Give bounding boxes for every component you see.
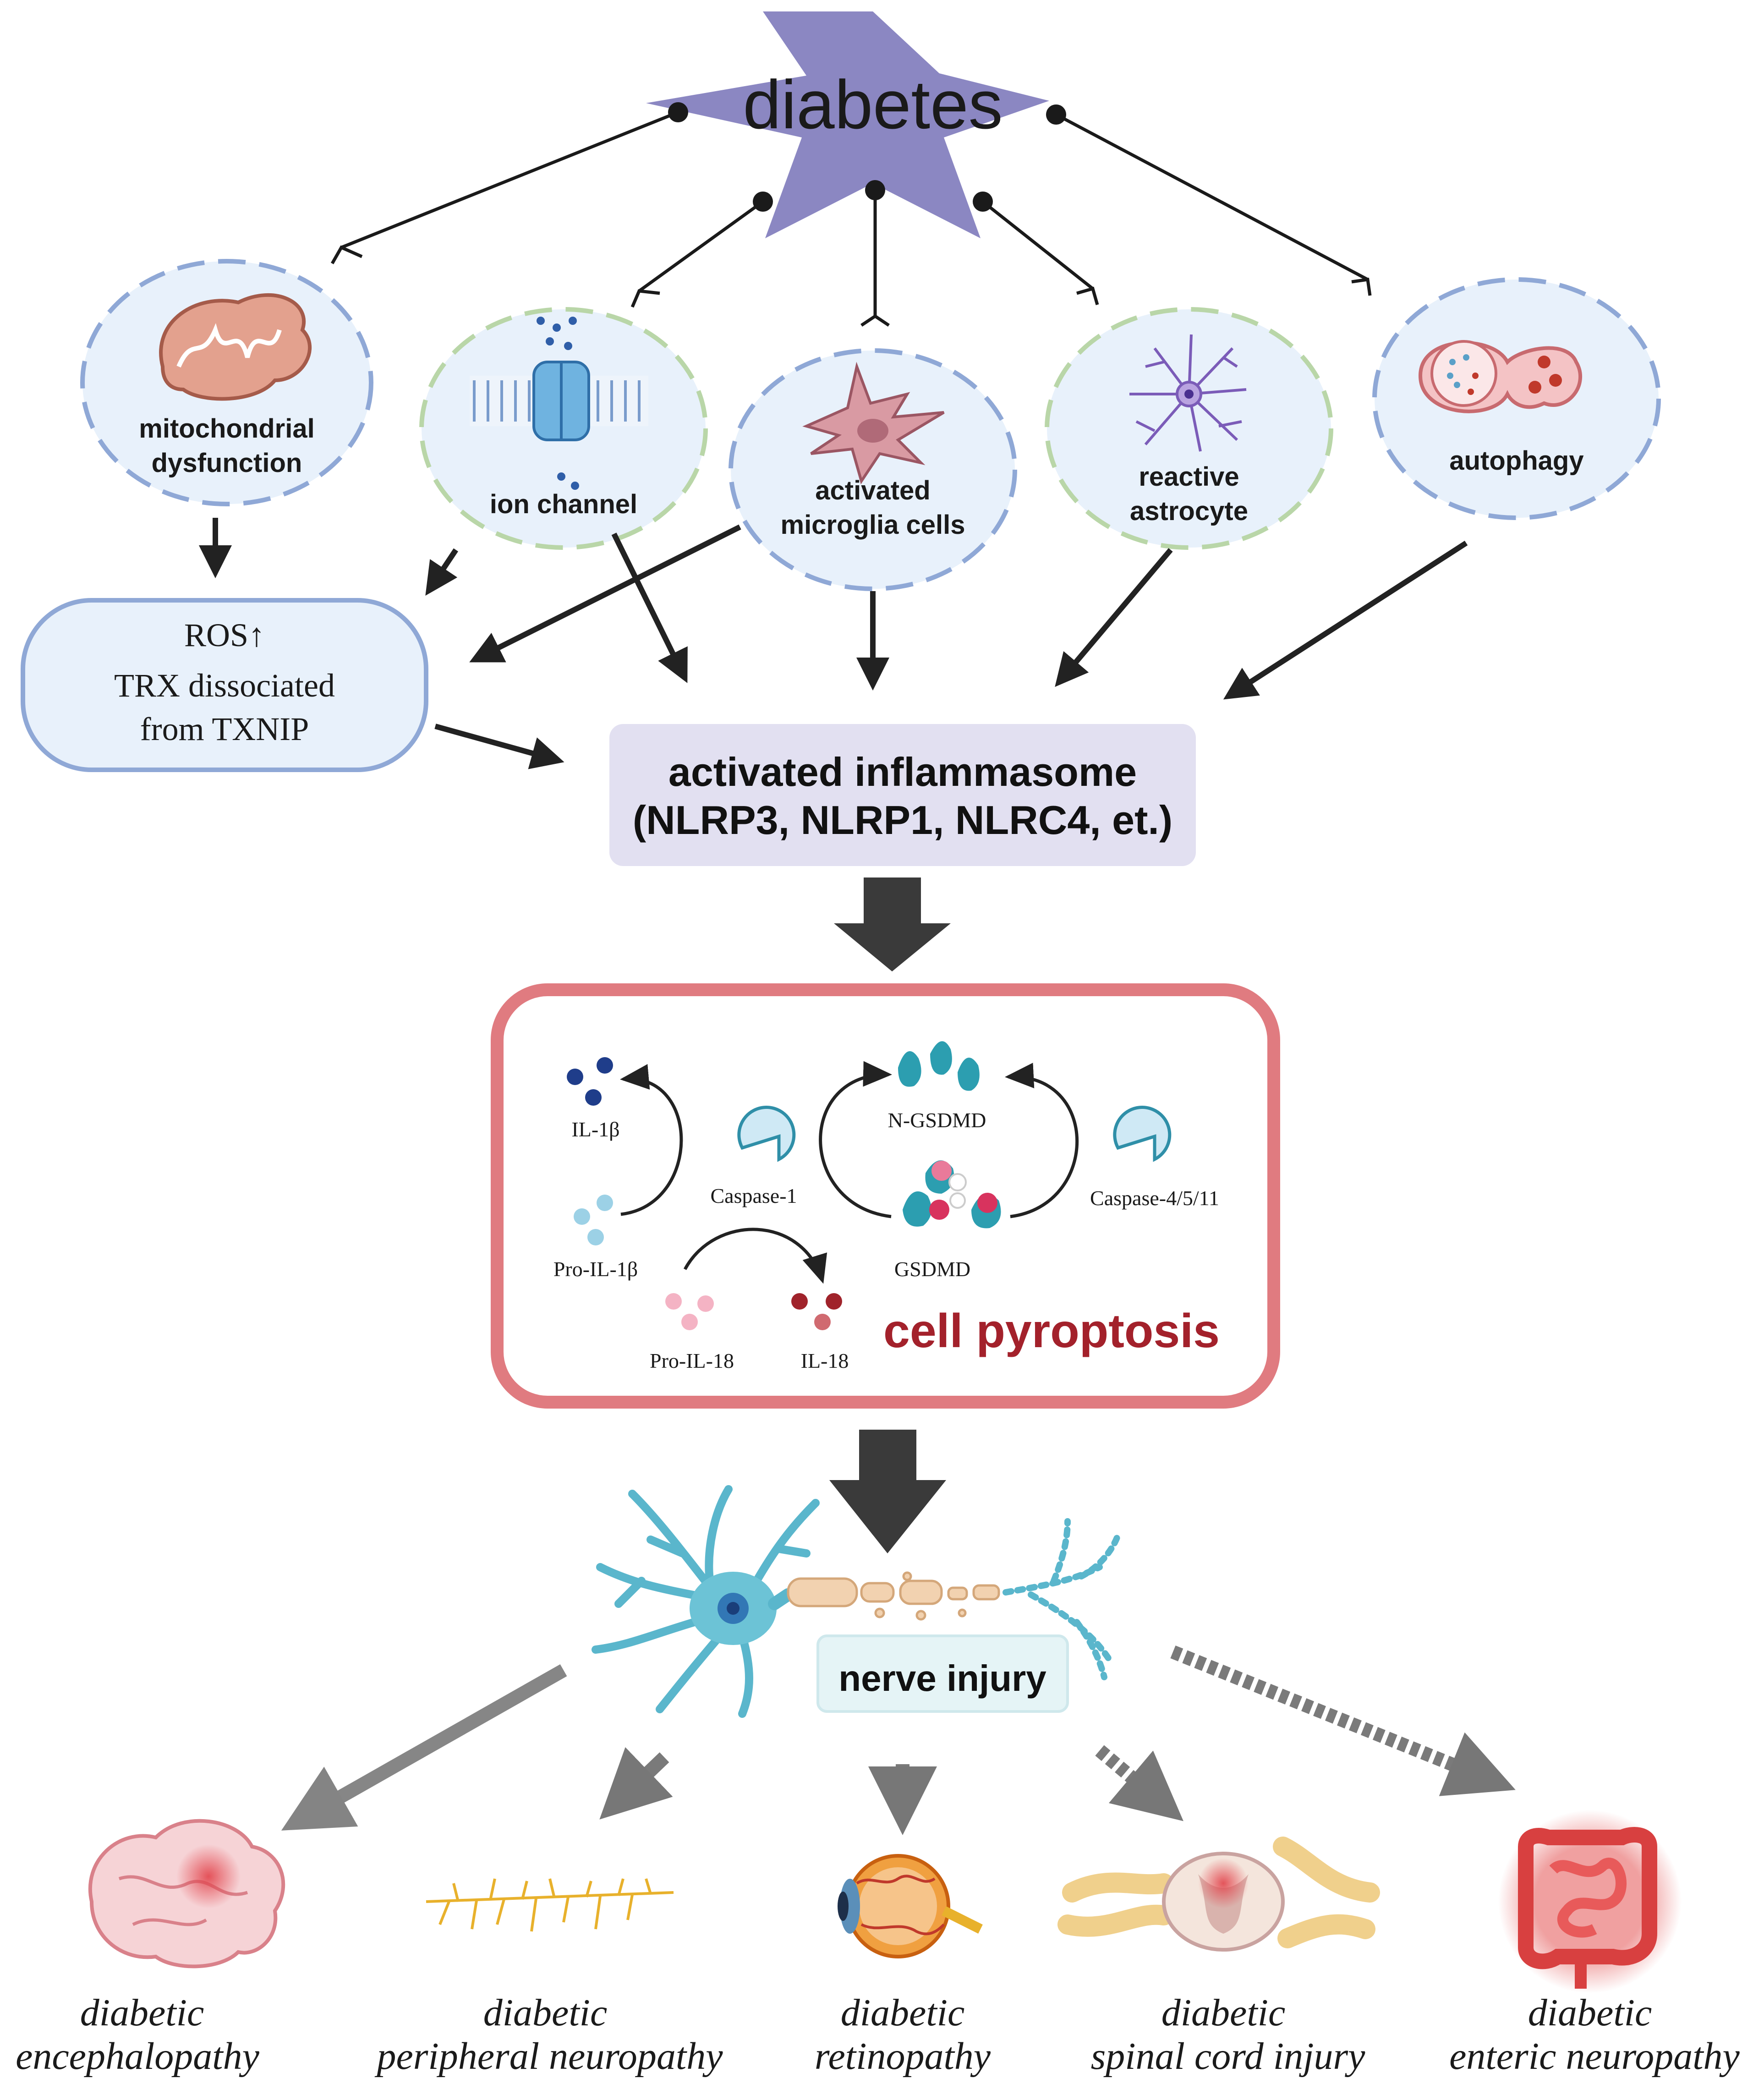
pyro-label-caspase4511: Caspase-4/5/11 — [1090, 1186, 1219, 1210]
ros-line2: TRX dissociated — [114, 667, 335, 704]
gsdmd-cleavage-arrow-left — [819, 1061, 892, 1218]
mechanism-mitochondrial-dysfunction: mitochondrial dysfunction — [80, 259, 373, 506]
caspase4511-icon — [1113, 1106, 1172, 1162]
diabetes-node: diabetes — [646, 11, 1049, 238]
peripheral-nerve-icon — [426, 1878, 674, 1932]
mechanism-ion-channel: ion channel — [419, 307, 708, 550]
pyro-label-gsdmd: GSDMD — [894, 1257, 970, 1281]
eye-icon — [838, 1854, 983, 1958]
outcome-peripheral-line1: diabetic — [483, 1991, 608, 2034]
pyro-label-pro-il18: Pro-IL-18 — [650, 1349, 734, 1372]
inflammasome-line2: (NLRP3, NLRP1, NLRC4, et.) — [633, 797, 1172, 843]
big-arrow-down-1 — [834, 877, 951, 971]
gsdmd-icon — [903, 1160, 1001, 1228]
mechanism-label-line1: mitochondrial — [139, 414, 314, 444]
caspase1-icon — [737, 1106, 796, 1162]
inflammasome-line1: activated inflammasome — [668, 749, 1137, 795]
ros-box: ROS↑ TRX dissociated from TXNIP — [21, 598, 428, 772]
mechanism-label-line1: activated — [815, 476, 930, 505]
pyro-label-caspase1: Caspase-1 — [710, 1184, 797, 1207]
pyro-label-pro-il1b: Pro-IL-1β — [553, 1257, 638, 1281]
ion-channel-icon — [470, 317, 648, 490]
mechanism-label-line1: autophagy — [1449, 446, 1583, 476]
pyroptosis-box: IL-1β Pro-IL-1β Caspase-1 Pro-IL-18 IL-1… — [491, 983, 1280, 1409]
ros-line3: from TXNIP — [140, 711, 309, 747]
outcome-peripheral-line2: peripheral neuropathy — [374, 2035, 723, 2078]
outcome-arrows — [281, 1645, 1516, 1835]
mechanism-label-line2: microglia cells — [781, 510, 965, 540]
inflammasome-box: activated inflammasome (NLRP3, NLRP1, NL… — [609, 724, 1196, 866]
brain-icon — [88, 1819, 285, 1969]
outcome-spinal-line1: diabetic — [1161, 1991, 1286, 2034]
mechanism-reactive-astrocyte: reactive astrocyte — [1045, 307, 1333, 550]
myelin-sheath-fragments-icon — [787, 1571, 1000, 1621]
outcome-spinal-line2: spinal cord injury — [1091, 2035, 1366, 2078]
pyro-label-il18: IL-18 — [801, 1349, 849, 1372]
diabetes-connectors — [330, 102, 1372, 327]
pyro-label-n-gsdmd: N-GSDMD — [888, 1108, 986, 1132]
pyro-label-il1b: IL-1β — [571, 1118, 619, 1141]
pyroptosis-title: cell pyroptosis — [883, 1305, 1220, 1358]
mitochondrion-icon — [159, 293, 312, 401]
mechanism-label-line1: reactive — [1139, 462, 1239, 492]
ros-line1: ROS↑ — [184, 617, 265, 653]
outcome-retinopathy-line1: diabetic — [841, 1991, 965, 2034]
mechanism-label-line1: ion channel — [490, 489, 637, 519]
outcome-encephalopathy-line2: encephalopathy — [16, 2035, 260, 2078]
gsdmd-cleavage-arrow-right — [1005, 1063, 1079, 1218]
outcome-retinopathy-line2: retinopathy — [815, 2035, 991, 2078]
big-arrow-down-2 — [829, 1430, 946, 1553]
pro-il18-molecules-icon — [665, 1293, 714, 1330]
nerve-injury-box: nerve injury — [816, 1634, 1069, 1713]
il18-molecules-icon — [791, 1293, 842, 1330]
diabetes-title: diabetes — [743, 66, 1003, 143]
pro-il1b-molecules-icon — [574, 1195, 613, 1245]
outcome-labels: diabetic encephalopathy diabetic periphe… — [16, 1991, 1740, 2078]
il1b-conversion-arrow — [620, 1064, 683, 1216]
microglia-cell-icon — [802, 362, 945, 485]
n-gsdmd-icon — [898, 1041, 980, 1091]
il1b-molecules-icon — [567, 1057, 613, 1106]
il18-conversion-arrow — [683, 1228, 827, 1284]
autophagosome-icon — [1418, 340, 1583, 413]
mechanism-label-line2: dysfunction — [152, 448, 302, 478]
spinal-cord-icon — [1057, 1837, 1380, 1952]
mechanism-label-line2: astrocyte — [1130, 496, 1248, 526]
outcome-enteric-line2: enteric neuropathy — [1449, 2035, 1740, 2078]
mechanism-arrows — [199, 518, 1468, 769]
mechanism-autophagy: autophagy — [1372, 277, 1661, 520]
intestine-icon — [1498, 1810, 1682, 1993]
nerve-injury-label: nerve injury — [838, 1658, 1046, 1699]
outcome-encephalopathy-line1: diabetic — [80, 1991, 204, 2034]
outcome-enteric-line1: diabetic — [1528, 1991, 1652, 2034]
diabetes-star-icon — [646, 11, 1049, 238]
damaged-neuron-icon — [592, 1485, 1121, 1718]
astrocyte-icon — [1129, 334, 1247, 452]
mechanism-activated-microglia: activated microglia cells — [729, 348, 1017, 591]
